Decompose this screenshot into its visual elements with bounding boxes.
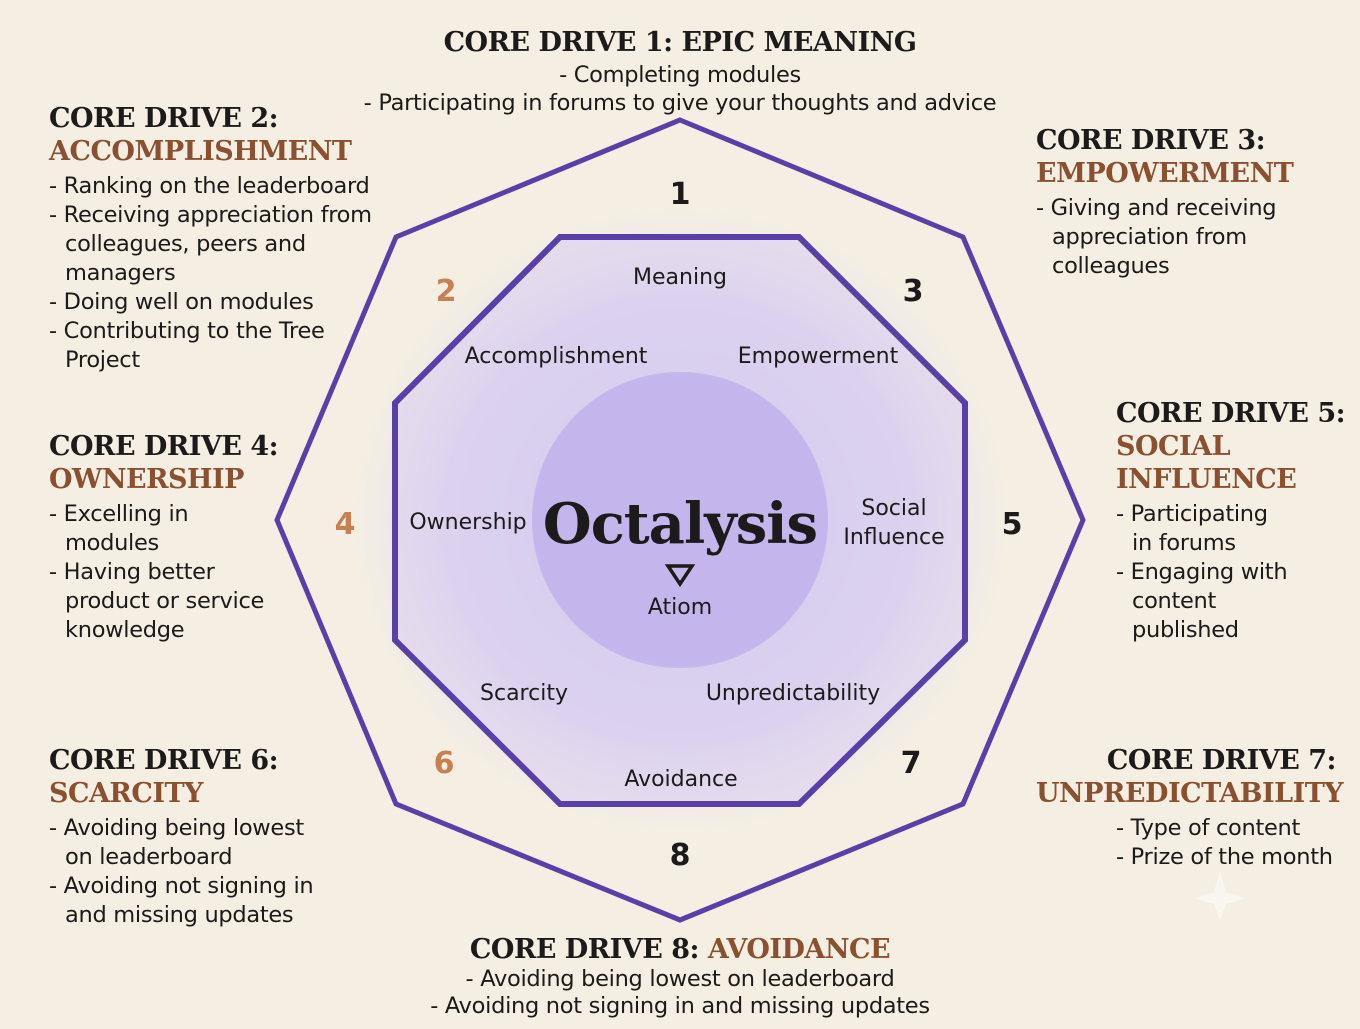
- core-drive-1-heading: CORE DRIVE 1: EPIC MEANING: [443, 27, 917, 58]
- drive-number-1: 1: [670, 177, 691, 212]
- list-item: Prize of the month: [1116, 843, 1336, 872]
- list-item: Avoiding not signing in and missing upda…: [49, 872, 334, 930]
- core-drive-4-name: OWNERSHIP: [49, 464, 244, 495]
- inner-label-accomplishment: Accomplishment: [465, 344, 648, 369]
- list-item: Giving and receiving appreciation from c…: [1036, 194, 1286, 281]
- core-drive-6: CORE DRIVE 6: SCARCITY Avoiding being lo…: [49, 744, 349, 930]
- core-drive-3-name: EMPOWERMENT: [1036, 158, 1294, 189]
- core-drive-5-name: SOCIAL INFLUENCE: [1116, 431, 1297, 495]
- drive-number-6: 6: [434, 746, 455, 781]
- drive-number-3: 3: [903, 274, 924, 309]
- core-drive-3: CORE DRIVE 3: EMPOWERMENT Giving and rec…: [1036, 124, 1336, 281]
- list-item: Avoiding not signing in and missing upda…: [340, 993, 1020, 1020]
- core-drive-7-name: UNPREDICTABILITY: [1036, 778, 1344, 809]
- list-item: Engaging with content published: [1116, 558, 1306, 645]
- core-drive-2-list: Ranking on the leaderboard Receiving app…: [49, 172, 389, 375]
- drive-number-5: 5: [1002, 507, 1023, 542]
- core-drive-2-name: ACCOMPLISHMENT: [49, 136, 352, 167]
- core-drive-3-list: Giving and receiving appreciation from c…: [1036, 194, 1286, 281]
- list-item: Participating in forums: [1116, 500, 1292, 558]
- core-drive-8: CORE DRIVE 8: AVOIDANCE Avoiding being l…: [340, 933, 1020, 1020]
- center-title: Octalysis: [543, 491, 817, 557]
- core-drive-5-list: Participating in forums Engaging with co…: [1116, 500, 1306, 645]
- core-drive-7-list: Type of content Prize of the month: [1116, 814, 1336, 872]
- core-drive-1: CORE DRIVE 1: EPIC MEANING Completing mo…: [340, 26, 1020, 117]
- sparkle-icon: [1194, 870, 1246, 920]
- drive-number-7: 7: [901, 746, 922, 781]
- core-drive-3-heading: CORE DRIVE 3:: [1036, 125, 1266, 156]
- inner-label-social-line1: Social: [861, 496, 926, 521]
- core-drive-8-label: CORE DRIVE 8:: [469, 934, 700, 965]
- list-item: Excelling in modules: [49, 500, 205, 558]
- list-item: Ranking on the leaderboard: [49, 172, 389, 201]
- core-drive-2: CORE DRIVE 2: ACCOMPLISHMENT Ranking on …: [49, 102, 389, 375]
- center-circle: [532, 372, 828, 668]
- core-drive-6-heading: CORE DRIVE 6:: [49, 745, 279, 776]
- core-drive-8-name: AVOIDANCE: [707, 934, 891, 965]
- list-item: Avoiding being lowest on leaderboard: [49, 814, 325, 872]
- list-item: Completing modules: [340, 61, 1020, 89]
- list-item: Doing well on modules: [49, 288, 389, 317]
- inner-label-unpredictability: Unpredictability: [706, 681, 880, 706]
- list-item: Receiving appreciation from colleagues, …: [49, 201, 389, 288]
- core-drive-7-heading: CORE DRIVE 7:: [1106, 745, 1337, 776]
- list-item: Type of content: [1116, 814, 1336, 843]
- list-item: Participating in forums to give your tho…: [340, 89, 1020, 117]
- core-drive-1-list: Completing modules Participating in foru…: [340, 61, 1020, 117]
- core-drive-5: CORE DRIVE 5: SOCIAL INFLUENCE Participa…: [1116, 397, 1346, 645]
- inner-label-meaning: Meaning: [633, 265, 727, 290]
- inner-label-social-line2: Influence: [843, 525, 944, 550]
- core-drive-8-list: Avoiding being lowest on leaderboard Avo…: [340, 966, 1020, 1020]
- core-drive-5-heading: CORE DRIVE 5:: [1116, 398, 1346, 429]
- core-drive-7: CORE DRIVE 7: UNPREDICTABILITY Type of c…: [1036, 744, 1344, 872]
- core-drive-2-heading: CORE DRIVE 2:: [49, 103, 279, 134]
- inner-label-scarcity: Scarcity: [480, 681, 568, 706]
- core-drive-6-name: SCARCITY: [49, 778, 203, 809]
- drive-number-4: 4: [335, 507, 356, 542]
- core-drive-4-heading: CORE DRIVE 4:: [49, 431, 279, 462]
- core-drive-6-list: Avoiding being lowest on leaderboard Avo…: [49, 814, 334, 930]
- core-drive-8-heading: CORE DRIVE 8: AVOIDANCE: [340, 933, 1020, 966]
- inner-label-empowerment: Empowerment: [738, 344, 899, 369]
- drive-number-8: 8: [670, 838, 691, 873]
- core-drive-4-list: Excelling in modules Having better produ…: [49, 500, 274, 645]
- inner-label-avoidance: Avoidance: [624, 767, 737, 792]
- core-drive-4: CORE DRIVE 4: OWNERSHIP Excelling in mod…: [49, 430, 299, 645]
- down-triangle-icon: [664, 564, 696, 588]
- drive-number-2: 2: [436, 274, 457, 309]
- center-subtitle: Atiom: [648, 595, 712, 620]
- inner-label-ownership: Ownership: [409, 510, 526, 535]
- list-item: Contributing to the Tree Project: [49, 317, 389, 375]
- list-item: Having better product or service knowled…: [49, 558, 274, 645]
- list-item: Avoiding being lowest on leaderboard: [340, 966, 1020, 993]
